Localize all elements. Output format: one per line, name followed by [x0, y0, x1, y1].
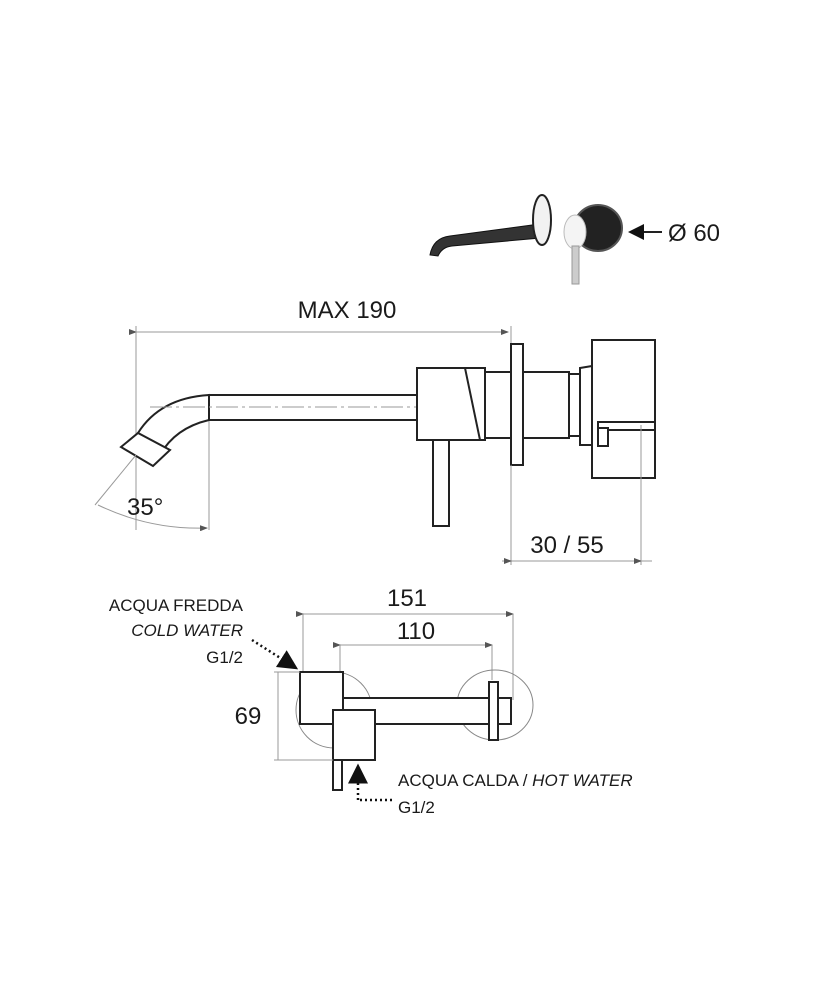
plan-view: 151 110 69 — [235, 585, 534, 791]
cold-water-label-en: COLD WATER — [131, 621, 243, 640]
side-elevation: MAX 190 35° 30 / 55 — [94, 297, 656, 565]
hot-water-label-en: HOT WATER — [532, 771, 632, 790]
cold-water-thread: G1/2 — [206, 648, 243, 667]
product-photo — [429, 194, 623, 285]
diameter-label: Ø 60 — [668, 220, 720, 247]
hot-water-callout: ACQUA CALDA / HOT WATER G1/2 — [348, 763, 633, 817]
angle-label: 35° — [127, 494, 163, 521]
cold-water-label-it: ACQUA FREDDA — [109, 596, 244, 615]
cold-water-arrow — [251, 638, 299, 670]
width-centers-label: 110 — [397, 618, 435, 645]
hot-water-label: ACQUA CALDA / HOT WATER — [398, 771, 633, 790]
max-length-label: MAX 190 — [298, 297, 397, 324]
width-total-label: 151 — [387, 585, 427, 612]
depth-label: 30 / 55 — [530, 532, 603, 559]
hot-water-thread: G1/2 — [398, 798, 435, 817]
hot-water-label-it: ACQUA CALDA / — [398, 771, 532, 790]
height-label: 69 — [235, 703, 262, 730]
cold-water-callout: ACQUA FREDDA COLD WATER G1/2 — [109, 596, 299, 670]
